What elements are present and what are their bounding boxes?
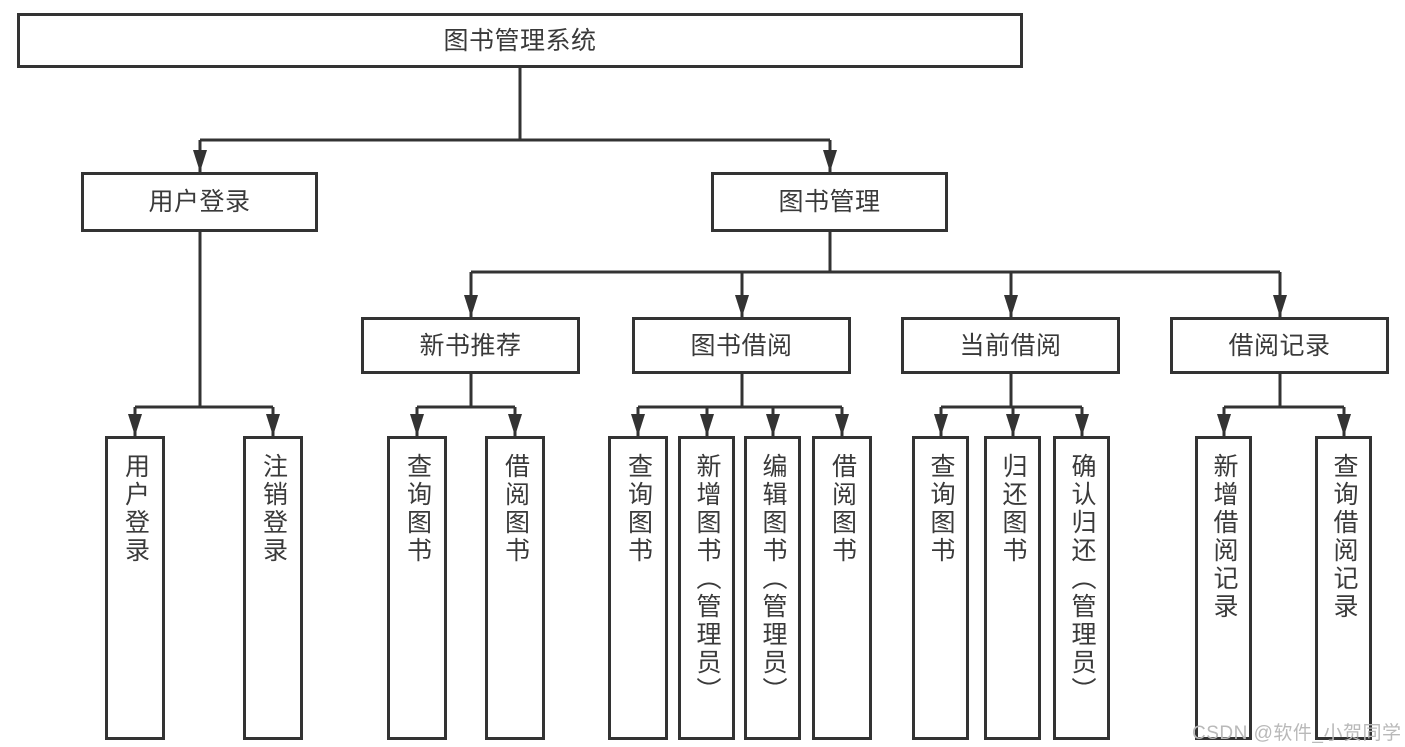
node-leaf-query-book-1[interactable]: 查询图书 [387, 436, 447, 740]
node-leaf-query-book-3[interactable]: 查询图书 [912, 436, 969, 740]
arrowhead-icon [766, 414, 780, 436]
node-label: 注销登录 [259, 453, 288, 565]
arrowhead-icon [631, 414, 645, 436]
node-current-borrow[interactable]: 当前借阅 [901, 317, 1120, 374]
node-label: 编辑图书（管理员） [759, 453, 787, 705]
node-label: 查询图书 [927, 453, 955, 565]
node-leaf-return-book[interactable]: 归还图书 [984, 436, 1041, 740]
node-label: 查询图书 [624, 453, 653, 565]
node-book-borrow[interactable]: 图书借阅 [632, 317, 851, 374]
node-label: 查询借阅记录 [1330, 453, 1358, 621]
arrowhead-icon [700, 414, 714, 436]
node-label: 确认归还（管理员） [1068, 453, 1096, 705]
node-label: 归还图书 [999, 453, 1027, 565]
node-leaf-query-record[interactable]: 查询借阅记录 [1315, 436, 1372, 740]
arrowhead-icon [934, 414, 948, 436]
arrowhead-icon [410, 414, 424, 436]
arrowhead-icon [835, 414, 849, 436]
arrowhead-icon [464, 295, 478, 317]
node-leaf-edit-book[interactable]: 编辑图书（管理员） [744, 436, 801, 740]
arrowhead-icon [1004, 295, 1018, 317]
node-leaf-add-record[interactable]: 新增借阅记录 [1195, 436, 1252, 740]
arrowhead-icon [508, 414, 522, 436]
arrowhead-icon [266, 414, 280, 436]
node-label: 新增图书（管理员） [693, 453, 721, 705]
node-leaf-query-book-2[interactable]: 查询图书 [608, 436, 668, 740]
node-leaf-add-book[interactable]: 新增图书（管理员） [678, 436, 735, 740]
node-leaf-borrow-book-2[interactable]: 借阅图书 [812, 436, 872, 740]
node-label: 图书借阅 [690, 331, 793, 360]
node-label: 借阅记录 [1228, 331, 1331, 360]
arrowhead-icon [1006, 414, 1020, 436]
arrowhead-icon [1075, 414, 1089, 436]
node-label: 查询图书 [403, 453, 432, 565]
node-book-manage[interactable]: 图书管理 [711, 172, 948, 232]
node-user-login[interactable]: 用户登录 [81, 172, 318, 232]
node-label: 当前借阅 [959, 331, 1062, 360]
node-label: 用户登录 [148, 188, 251, 216]
arrowhead-icon [1273, 295, 1287, 317]
node-borrow-record[interactable]: 借阅记录 [1170, 317, 1389, 374]
arrowhead-icon [1337, 414, 1351, 436]
node-leaf-logout[interactable]: 注销登录 [243, 436, 303, 740]
arrowhead-icon [193, 150, 207, 172]
arrowhead-icon [128, 414, 142, 436]
node-leaf-confirm-return[interactable]: 确认归还（管理员） [1053, 436, 1110, 740]
node-new-book-rec[interactable]: 新书推荐 [361, 317, 580, 374]
node-label: 借阅图书 [828, 453, 857, 565]
node-label: 借阅图书 [501, 453, 530, 565]
node-leaf-borrow-book-1[interactable]: 借阅图书 [485, 436, 545, 740]
arrowhead-icon [823, 150, 837, 172]
arrowhead-icon [1217, 414, 1231, 436]
node-label: 新书推荐 [419, 331, 522, 360]
node-root[interactable]: 图书管理系统 [17, 13, 1023, 68]
node-label: 用户登录 [121, 453, 150, 565]
arrowhead-icon [735, 295, 749, 317]
node-label: 新增借阅记录 [1210, 453, 1238, 621]
node-label: 图书管理 [778, 188, 881, 216]
node-label: 图书管理系统 [443, 26, 597, 55]
node-leaf-user-login[interactable]: 用户登录 [105, 436, 165, 740]
